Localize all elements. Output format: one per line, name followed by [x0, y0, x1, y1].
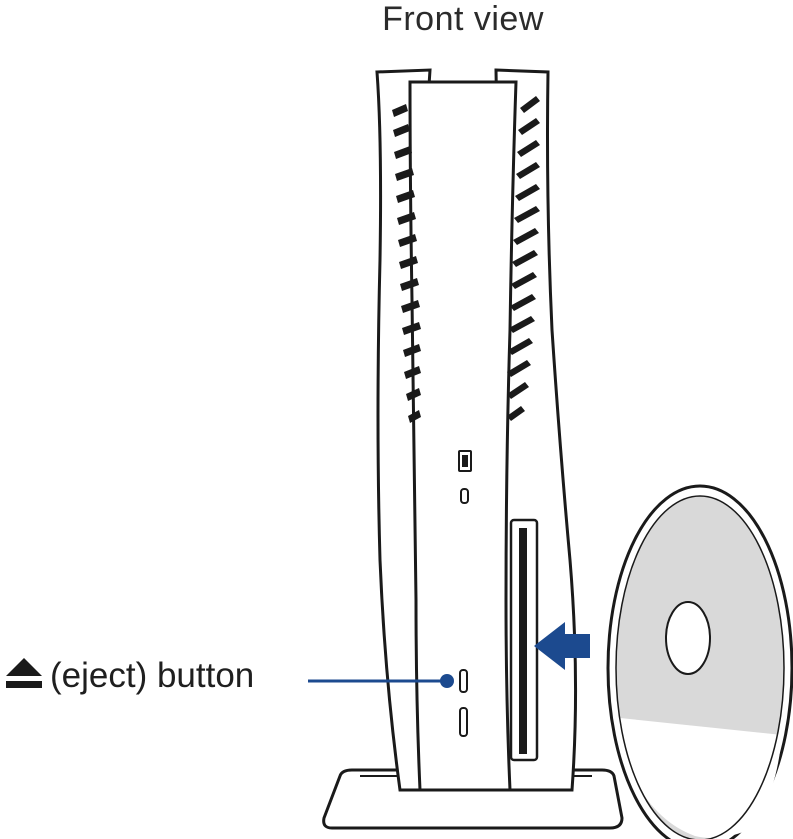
eject-button-label: (eject) button: [4, 654, 254, 698]
eject-button[interactable]: [459, 669, 468, 693]
disc-center-hole: [665, 601, 711, 675]
right-vents: [507, 96, 540, 421]
power-button[interactable]: [459, 707, 468, 737]
insert-arrow-icon: [534, 622, 590, 670]
usb-c-port: [460, 488, 469, 504]
console-body: [408, 80, 518, 792]
usb-port-upper: [458, 450, 472, 472]
disc-slot: [509, 518, 539, 762]
callout-leader-line: [308, 674, 454, 688]
diagram-title: Front view: [382, 0, 544, 38]
eject-icon: [6, 658, 42, 688]
left-vents: [392, 104, 421, 423]
eject-label-text: (eject) button: [50, 656, 255, 695]
disc: [606, 484, 793, 839]
